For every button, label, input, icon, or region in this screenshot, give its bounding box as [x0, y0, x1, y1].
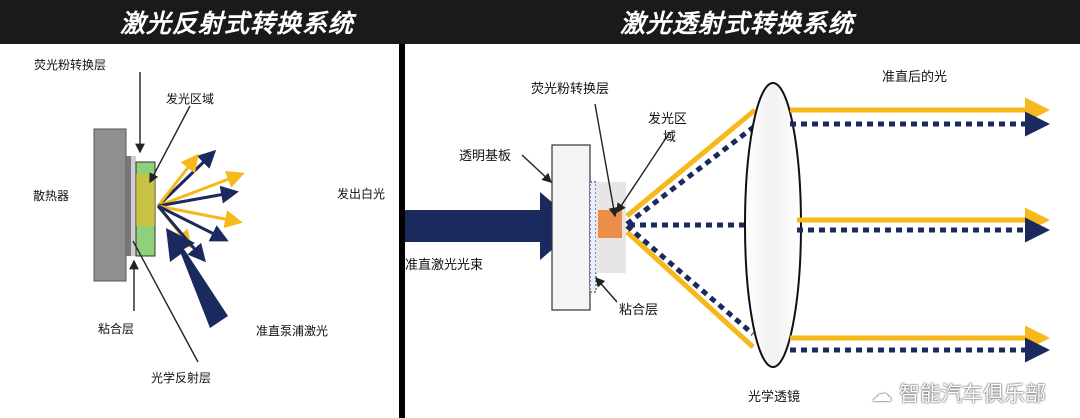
label-laser-beam: 准直激光光束	[405, 258, 484, 273]
emitting-area	[136, 174, 155, 226]
collimated-laser-arrow	[405, 192, 580, 260]
label-bonding-layer: 粘合层	[619, 303, 659, 318]
title-bar: 激光反射式转换系统 激光透射式转换系统	[0, 0, 1080, 44]
wechat-icon: ☁	[871, 382, 893, 406]
label-phosphor-layer: 荧光粉转换层	[531, 82, 610, 97]
diverging-rays	[625, 108, 757, 349]
label-emitting-area-line2: 域	[663, 130, 677, 145]
transparent-substrate	[551, 144, 591, 311]
bonding-layer	[589, 181, 597, 293]
bonding-layer	[131, 156, 136, 256]
label-emitting-area-line1: 发光区	[648, 112, 688, 127]
label-emitting-area: 发光区域	[166, 92, 215, 106]
collimated-rays	[790, 97, 1050, 363]
reflective-layer	[126, 156, 131, 256]
leader-lines	[129, 72, 199, 363]
label-collimated-light: 准直后的光	[882, 70, 948, 85]
transmissive-diagram	[405, 82, 1050, 368]
label-white-light: 发出白光	[337, 187, 386, 201]
right-title: 激光透射式转换系统	[620, 9, 855, 38]
watermark-text: 智能汽车俱乐部	[899, 382, 1046, 406]
transmissive-system-panel: 荧光粉转换层 发光区 域 透明基板 准直激光光束 粘合层 光学透镜 准直后的光	[405, 44, 1080, 418]
label-lens: 光学透镜	[748, 390, 801, 405]
label-phosphor-layer: 荧光粉转换层	[34, 58, 107, 72]
label-reflective-layer: 光学反射层	[151, 371, 212, 385]
optical-lens	[744, 82, 802, 368]
leader-lines	[521, 103, 671, 303]
watermark: ☁ 智能汽车俱乐部	[871, 378, 1046, 408]
label-bonding-layer: 粘合层	[98, 322, 135, 336]
emitting-area	[598, 210, 622, 238]
pump-laser-arrow	[166, 228, 228, 328]
reflective-system-panel: 荧光粉转换层 发光区域 散热器 发出白光 粘合层 准直泵浦激光 光学反射层	[0, 44, 399, 418]
label-pump-laser: 准直泵浦激光	[256, 324, 329, 338]
heat-sink	[93, 128, 127, 282]
label-substrate: 透明基板	[459, 149, 512, 164]
left-title: 激光反射式转换系统	[120, 9, 355, 38]
label-heat-sink: 散热器	[33, 189, 70, 203]
reflective-diagram	[93, 72, 245, 363]
